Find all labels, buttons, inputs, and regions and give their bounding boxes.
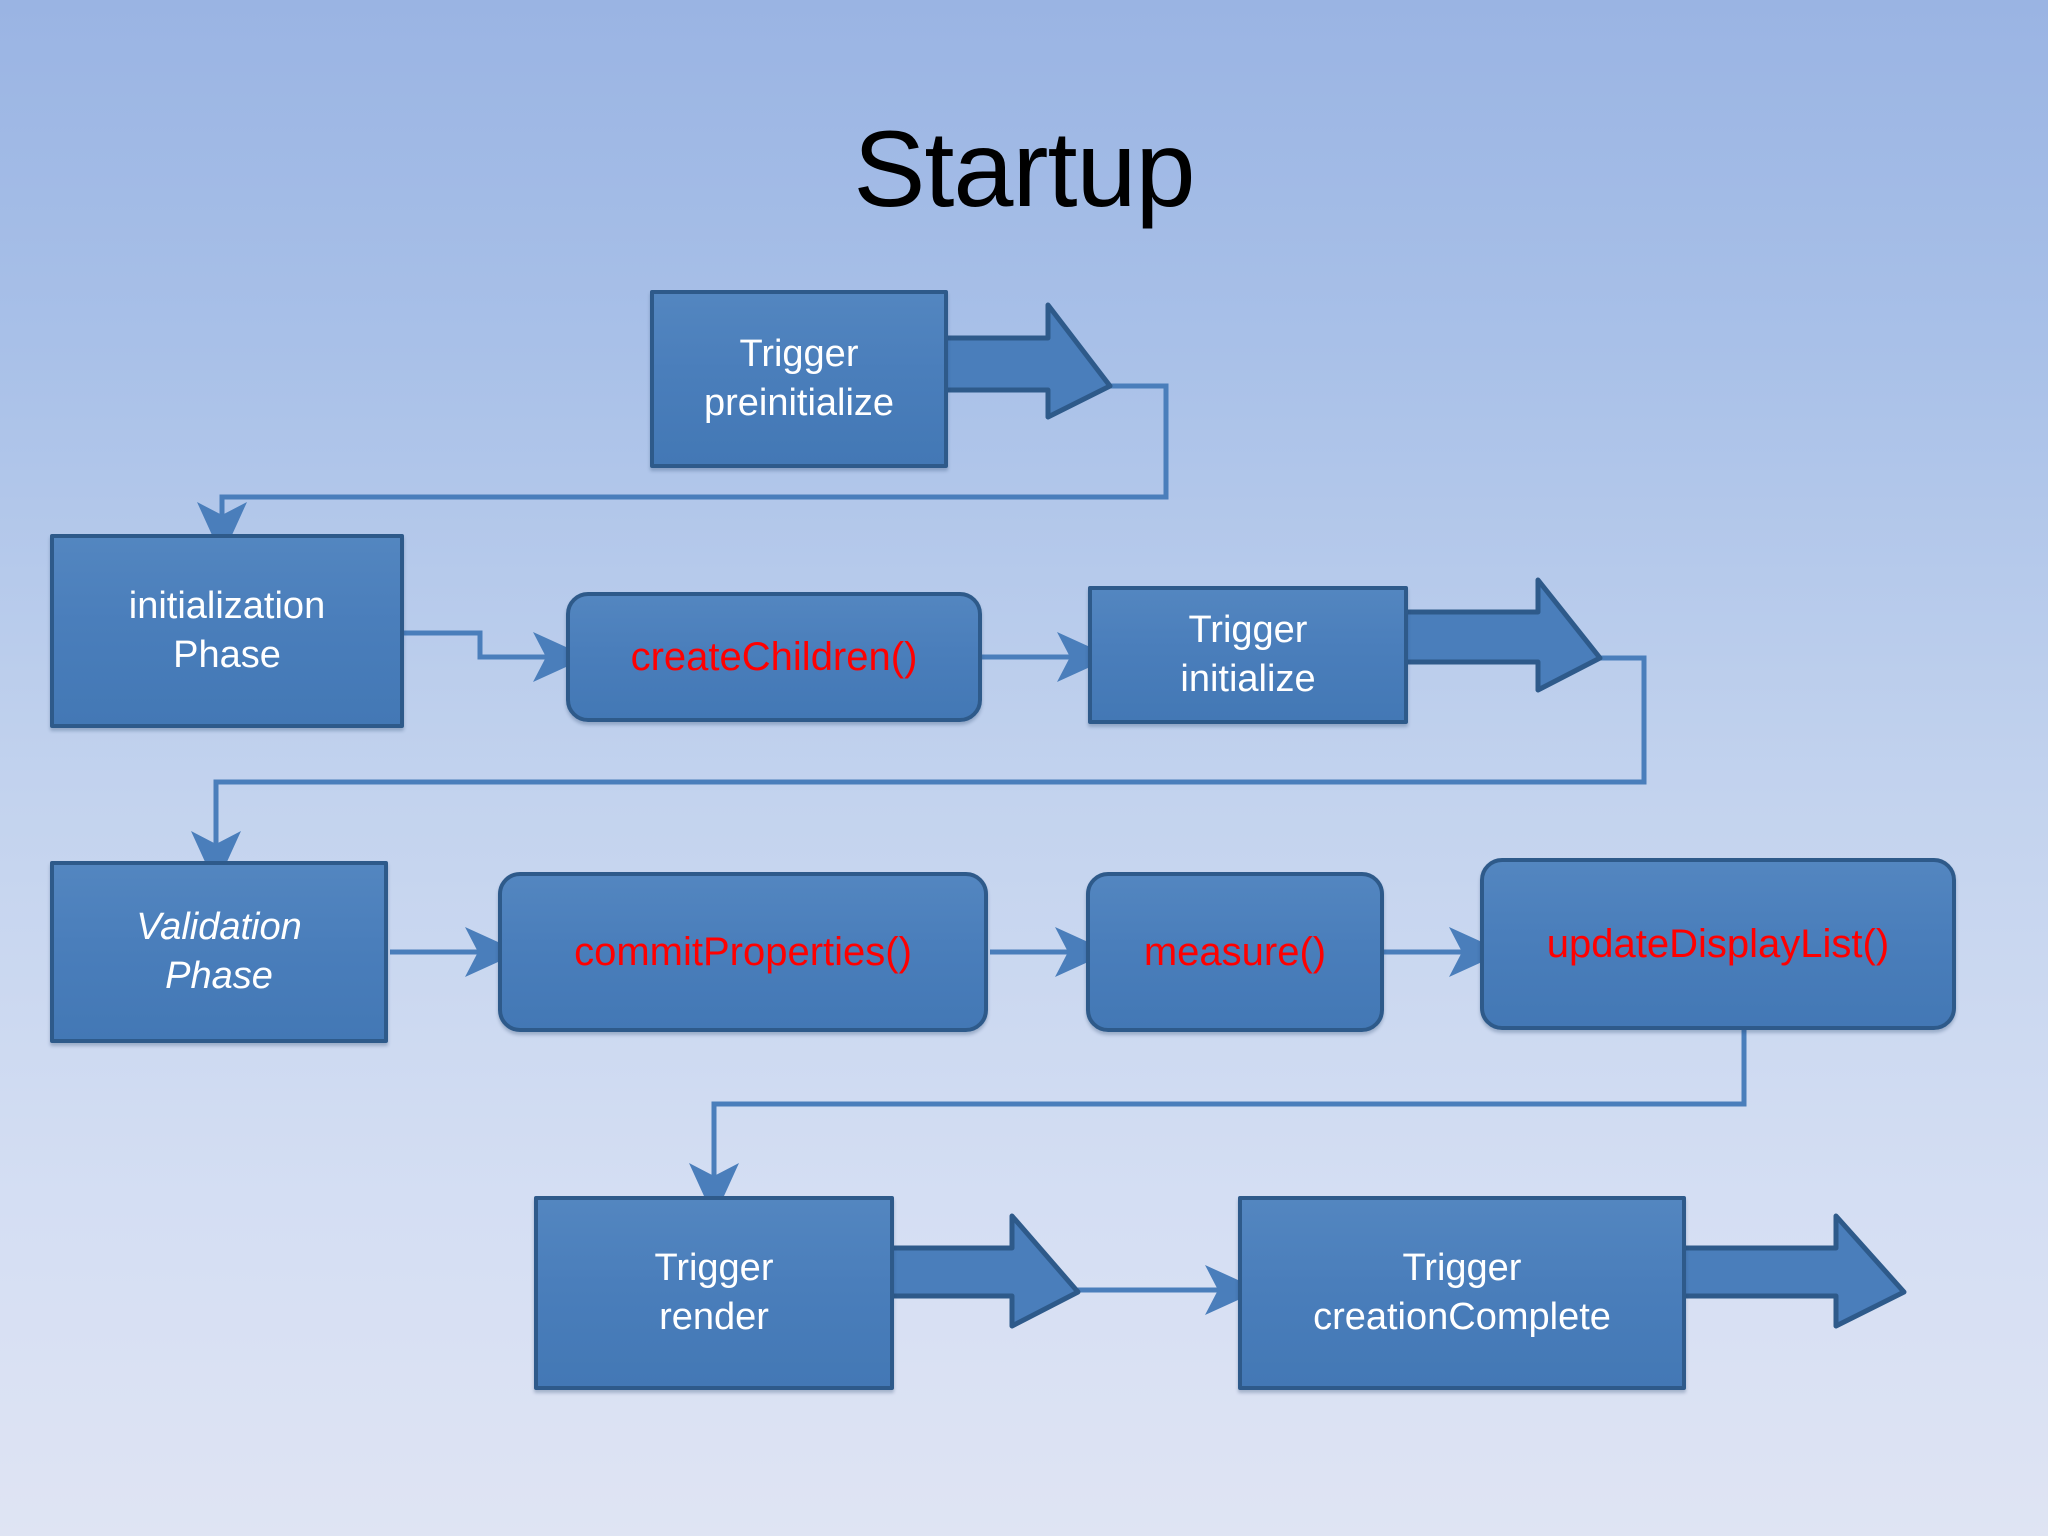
node-trigger-render[interactable]: Trigger render	[534, 1196, 894, 1390]
node-trigger-initialize-label: Trigger initialize	[1180, 608, 1316, 700]
node-measure[interactable]: measure()	[1086, 872, 1384, 1032]
node-initialization-phase-label: initialization Phase	[128, 584, 326, 676]
connector-updatedisplaylist-to-render	[689, 1028, 1747, 1218]
node-validation-phase[interactable]: Validation Phase	[50, 861, 388, 1043]
node-trigger-initialize[interactable]: Trigger initialize	[1088, 586, 1408, 724]
node-measure-label: measure()	[1143, 930, 1327, 974]
node-commit-properties[interactable]: commitProperties()	[498, 872, 988, 1032]
block-arrow-render	[885, 1213, 1081, 1329]
connector-initialization-to-createchildren	[404, 630, 588, 682]
node-validation-phase-label: Validation Phase	[136, 905, 302, 997]
node-update-display-list-label: updateDisplayList()	[1546, 922, 1890, 966]
block-arrow-preinitialize	[941, 302, 1113, 420]
page-title: Startup	[853, 108, 1195, 229]
node-initialization-phase[interactable]: initialization Phase	[50, 534, 404, 728]
node-create-children[interactable]: createChildren()	[566, 592, 982, 722]
node-update-display-list[interactable]: updateDisplayList()	[1480, 858, 1956, 1030]
node-commit-properties-label: commitProperties()	[574, 930, 912, 974]
node-trigger-preinitialize[interactable]: Trigger preinitialize	[650, 290, 948, 468]
block-arrow-creationcomplete	[1675, 1213, 1907, 1329]
node-trigger-render-label: Trigger render	[654, 1246, 774, 1338]
node-trigger-creation-complete[interactable]: Trigger creationComplete	[1238, 1196, 1686, 1390]
node-trigger-creation-complete-label: Trigger creationComplete	[1313, 1246, 1611, 1338]
node-trigger-preinitialize-label: Trigger preinitialize	[703, 332, 895, 424]
node-create-children-label: createChildren()	[630, 635, 918, 679]
block-arrow-initialize	[1399, 577, 1603, 693]
